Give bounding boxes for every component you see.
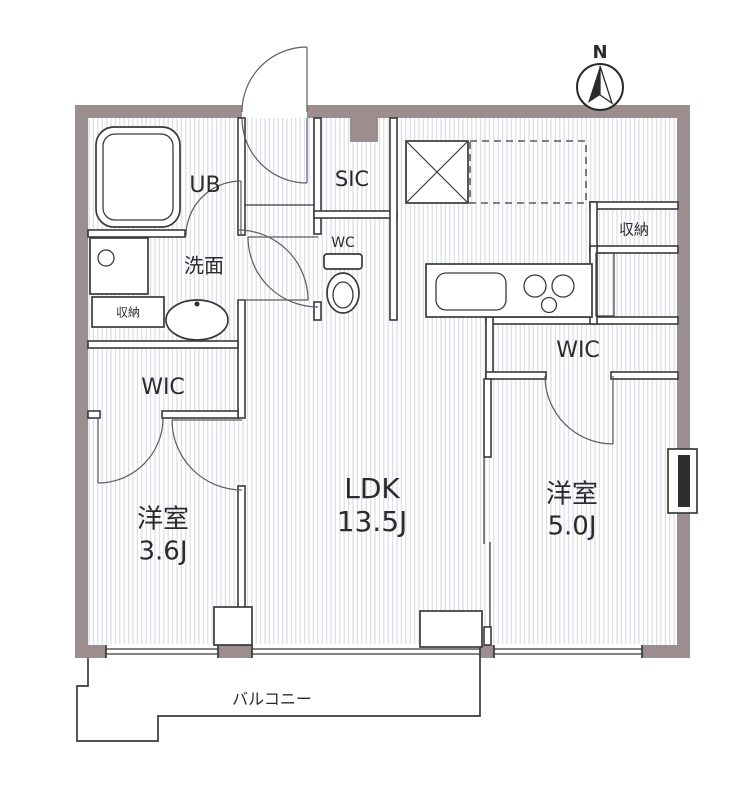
kitchen-counter (425, 263, 593, 318)
bedroom-left-door-arc (171, 419, 243, 491)
wall-wic-bedroom-right-b (610, 371, 679, 380)
interior-walls (87, 117, 679, 646)
label-ldk: LDK (344, 472, 400, 505)
wall-wic-bedroom-a (87, 410, 101, 419)
label-bedroom-left: 洋室 (137, 505, 189, 535)
room-labels: UB 洗面 収納 WIC 洋室 3.6J SIC WC LDK 13.5J 収納… (116, 167, 649, 709)
side-window (667, 448, 698, 514)
kitchen-sink (435, 272, 507, 311)
wall-hall-sic (313, 117, 322, 235)
fridge-space (405, 140, 469, 204)
north-arrow-icon (588, 66, 600, 103)
label-shoe-closet: SIC (335, 167, 369, 191)
floor-hatching (88, 118, 677, 645)
wall-hall-wc (313, 301, 322, 321)
label-bedroom-right: 洋室 (546, 480, 598, 510)
wall-wic-right-left (485, 316, 494, 380)
balcony-outline (76, 658, 481, 742)
bathtub (95, 126, 181, 228)
right-wall (677, 105, 690, 658)
cupboard-space-dashed (469, 140, 587, 204)
wall-wic-bedroom-b (161, 410, 239, 419)
toilet (323, 253, 363, 314)
label-balcony: バルコニー (232, 690, 312, 709)
window-bedroom-right (494, 644, 642, 659)
label-wic-left: WIC (141, 375, 185, 400)
compass-label: N (592, 42, 607, 63)
label-storage-right: 収納 (619, 221, 649, 239)
entrance-door-outer-arc (241, 46, 308, 113)
wic-left-door-arc (97, 417, 164, 484)
vanity-sink (89, 237, 149, 295)
left-wall (75, 105, 88, 658)
label-wc: WC (331, 235, 355, 251)
wall-sic-wc (313, 210, 398, 219)
wall-hall-wic (237, 299, 246, 419)
wall-wc-kitchen (389, 117, 398, 321)
window-bedroom-left (106, 644, 218, 659)
storage-right-wall-bottom (589, 245, 679, 254)
balcony-windows (105, 644, 643, 659)
pillar (350, 105, 378, 142)
bath-door-arc (185, 180, 242, 237)
wall-wic-right-top (485, 316, 679, 325)
label-storage-washroom: 収納 (116, 306, 140, 320)
wall-ldk-bedroom-right-b (483, 626, 492, 646)
wall-washroom-wic (87, 340, 239, 349)
top-wall-left (75, 105, 242, 118)
doors (97, 46, 614, 491)
label-ldk-size: 13.5J (337, 505, 408, 538)
wic-right-door-arc (544, 375, 614, 445)
pipe-space (595, 252, 615, 317)
label-bedroom-right-size: 5.0J (547, 512, 596, 542)
stove-burners (523, 274, 575, 314)
label-unit-bath: UB (189, 173, 220, 198)
washroom-storage-box (91, 296, 165, 328)
wash-basin (165, 299, 229, 341)
washroom-door-arc (237, 229, 309, 301)
wall-bath-washroom (87, 229, 186, 238)
storage-right-wall-top (589, 201, 679, 210)
label-washroom: 洗面 (184, 254, 224, 278)
compass: N (576, 42, 624, 111)
sliding-door (483, 457, 491, 627)
floor-box-left (213, 606, 253, 646)
wall-wic-bedroom-right-a (485, 371, 547, 380)
wc-door-arc (247, 236, 319, 308)
label-wic-right: WIC (556, 338, 600, 363)
label-bedroom-left-size: 3.6J (138, 537, 187, 567)
entrance-door-inner-arc (241, 117, 308, 184)
floor-box-ldk (419, 610, 483, 648)
wall-ldk-bedroom-right-a (483, 378, 492, 458)
